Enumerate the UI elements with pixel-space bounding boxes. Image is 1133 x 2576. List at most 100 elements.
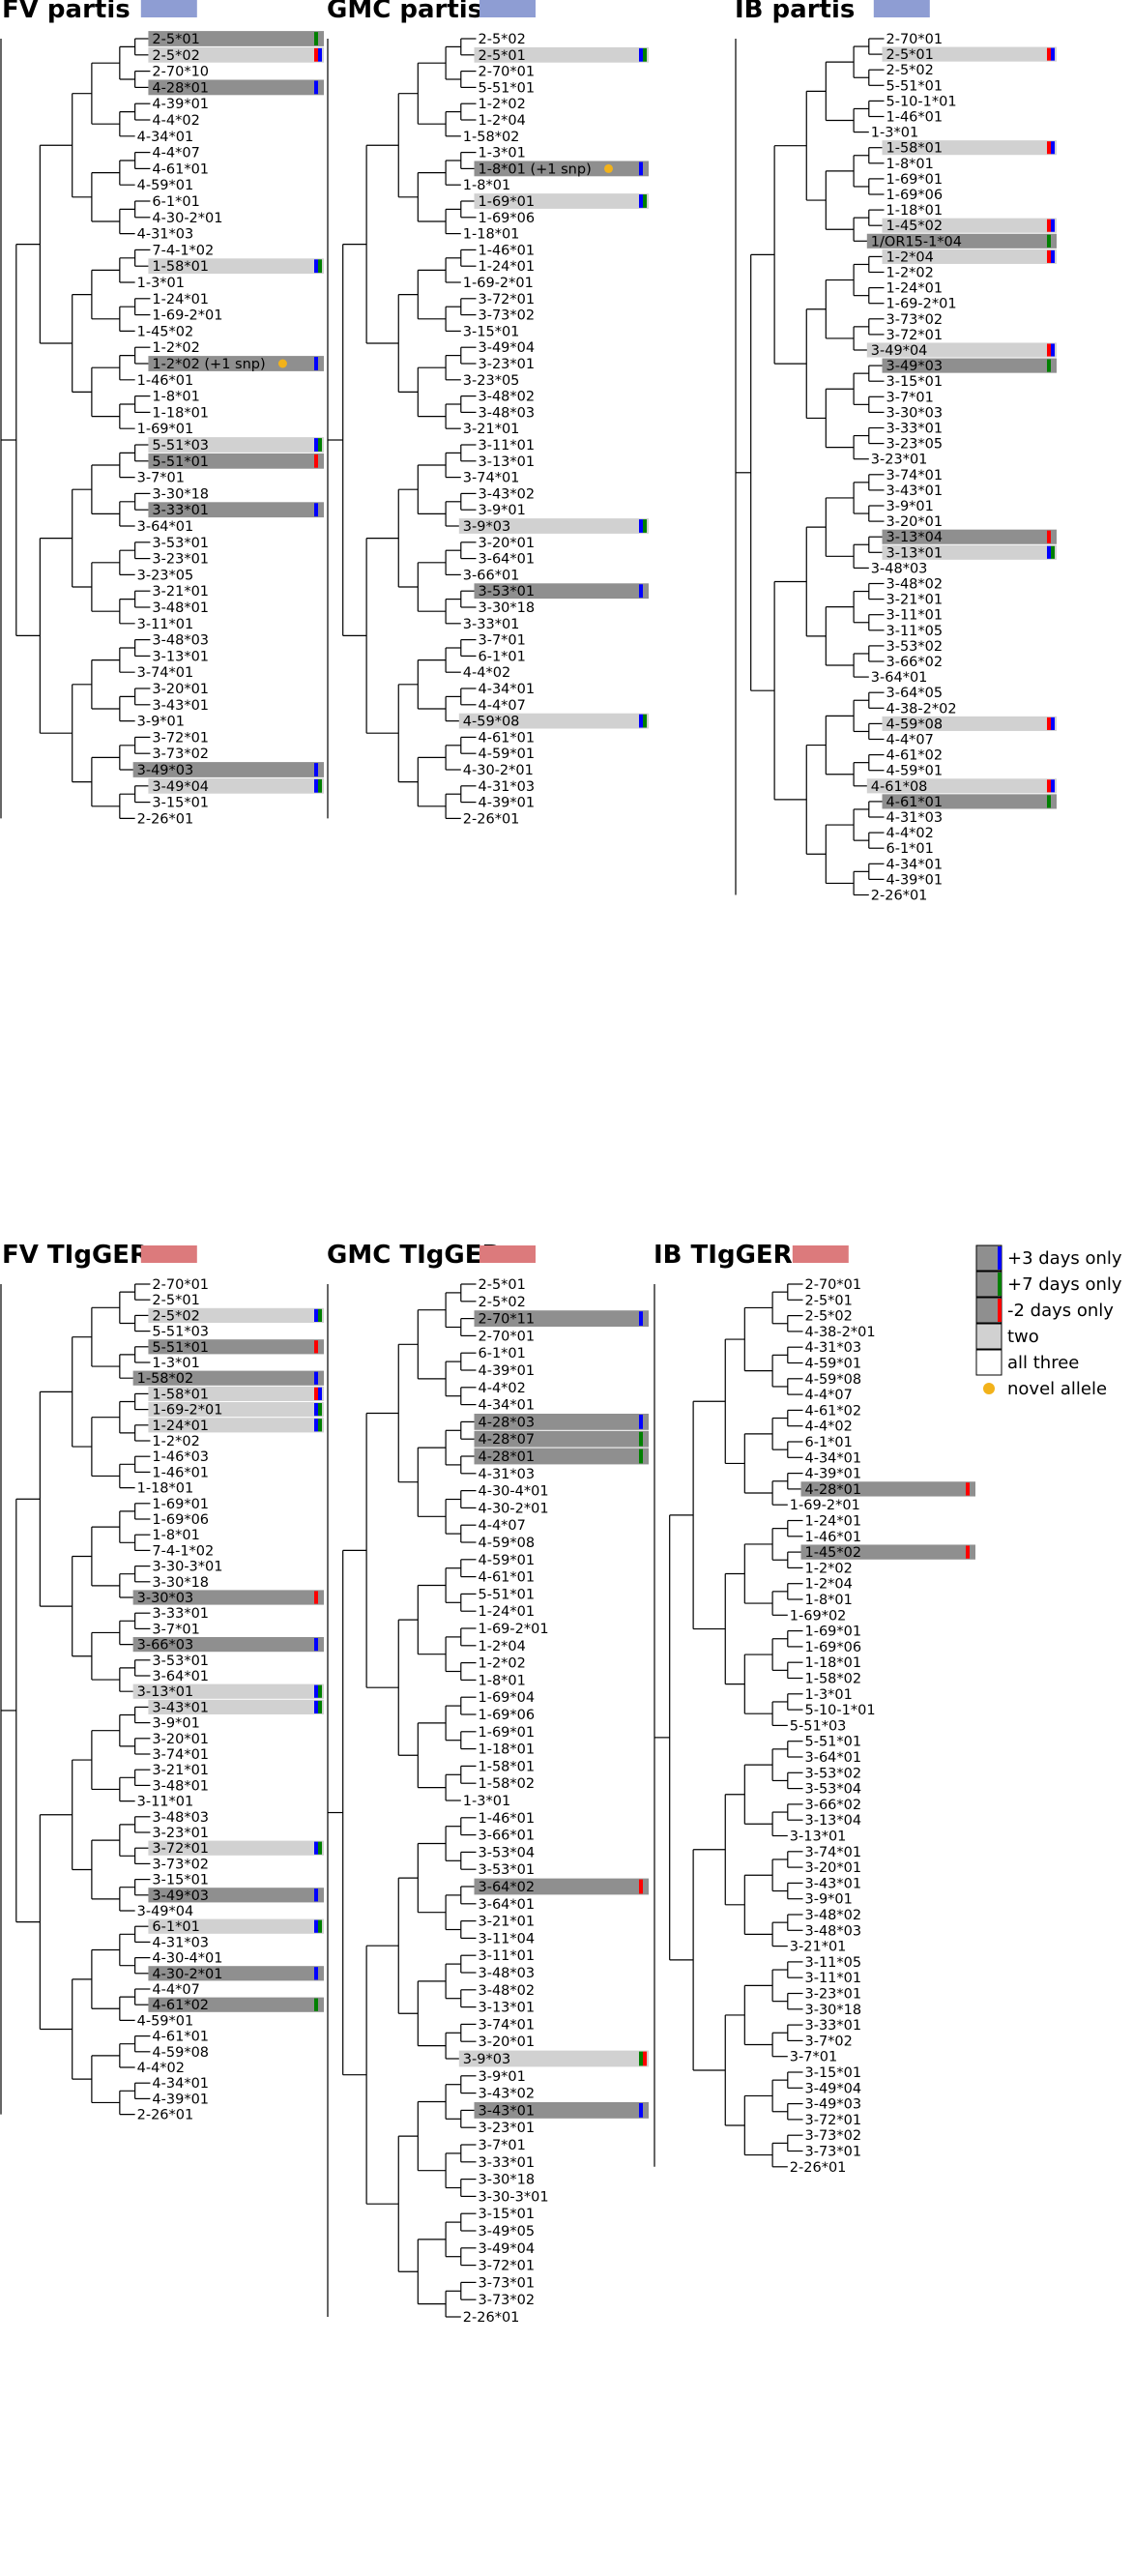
leaf-label: 4-38-2*01 xyxy=(804,1325,875,1340)
leaf-label: 3-30-3*01 xyxy=(152,1560,222,1575)
leaf-label: 3-73*02 xyxy=(152,746,209,762)
leaf-2-5*02: 2-5*02 xyxy=(478,1295,525,1310)
leaf-3-23*01: 3-23*01 xyxy=(804,1987,861,2003)
leaf-label: 1-69*06 xyxy=(886,188,943,203)
leaf-label: 2-5*01 xyxy=(886,47,933,63)
leaf-highlight xyxy=(866,778,1057,794)
leaf-2-5*01: 2-5*01 xyxy=(474,46,649,64)
leaf-label: 2-70*01 xyxy=(478,1329,535,1344)
leaf-3-11*04: 3-11*04 xyxy=(478,1931,535,1947)
leaf-6-1*01: 6-1*01 xyxy=(478,649,525,664)
leaf-label: 3-48*02 xyxy=(478,1983,535,1999)
leaf-3-13*01: 3-13*01 xyxy=(882,544,1057,561)
leaf-label: 2-5*02 xyxy=(152,1308,199,1324)
leaf-3-49*05: 3-49*05 xyxy=(478,2224,535,2239)
leaf-4-4*07: 4-4*07 xyxy=(152,146,199,161)
leaf-label: 3-72*01 xyxy=(152,1841,209,1857)
leaf-3-53*02: 3-53*02 xyxy=(886,639,943,655)
leaf-2-70*01: 2-70*01 xyxy=(886,32,943,47)
leaf-2-5*02: 2-5*02 xyxy=(148,46,324,64)
leaf-5-51*01: 5-51*01 xyxy=(804,1735,861,1750)
leaf-4-61*01: 4-61*01 xyxy=(152,2030,209,2045)
leaf-label: 1-18*01 xyxy=(886,203,943,219)
tree xyxy=(0,38,151,820)
leaf-label: 1-2*02 xyxy=(152,340,199,356)
leaf-4-59*08: 4-59*08 xyxy=(804,1372,861,1388)
panel-ib-tigger: IB TIgGER2-70*012-5*012-5*024-38-2*014-3… xyxy=(654,1241,975,2176)
leaf-1-45*02: 1-45*02 xyxy=(800,1544,975,1561)
leaf-label: 3-64*01 xyxy=(478,1897,535,1913)
leaf-label: 3-72*01 xyxy=(152,730,209,746)
legend-mark-minus2 xyxy=(998,1299,1002,1322)
leaf-label: 3-48*02 xyxy=(886,577,943,593)
leaf-4-4*07: 4-4*07 xyxy=(886,733,933,748)
leaf-label: 1-58*01 xyxy=(152,259,209,275)
leaf-label: 1-3*01 xyxy=(463,1794,510,1809)
leaf-3-13*04: 3-13*04 xyxy=(882,529,1057,545)
leaf-3-30*18: 3-30*18 xyxy=(478,2173,535,2188)
sample-mark-plus3 xyxy=(1051,779,1055,793)
leaf-6-1*01: 6-1*01 xyxy=(478,1346,525,1361)
leaf-label: 3-13*04 xyxy=(886,530,943,545)
leaf-3-72*01: 3-72*01 xyxy=(478,292,535,307)
leaf-3-72*01: 3-72*01 xyxy=(804,2113,861,2128)
tigger-swatch xyxy=(140,1245,197,1263)
leaf-label: 3-21*01 xyxy=(463,422,520,437)
leaf-3-7*01: 3-7*01 xyxy=(152,1622,199,1637)
leaf-3-9*01: 3-9*01 xyxy=(478,503,525,518)
leaf-label: 3-73*01 xyxy=(478,2275,535,2291)
leaf-label: 3-20*01 xyxy=(804,1860,861,1876)
sample-mark-minus2 xyxy=(314,454,318,468)
leaf-label: 3-43*01 xyxy=(152,1700,209,1715)
sample-mark-plus3 xyxy=(318,1387,322,1400)
leaf-4-59*01: 4-59*01 xyxy=(478,746,535,762)
leaf-label: 1-69*02 xyxy=(790,1608,847,1624)
leaf-4-59*01: 4-59*01 xyxy=(804,1357,861,1372)
panels: FV partis2-5*012-5*022-70*104-28*014-39*… xyxy=(0,0,1057,2326)
sample-mark-plus7 xyxy=(643,714,647,728)
leaf-3-21*01: 3-21*01 xyxy=(463,422,520,437)
sample-mark-plus7 xyxy=(314,32,318,45)
leaf-label: 3-66*02 xyxy=(804,1798,861,1813)
sample-mark-plus3 xyxy=(314,1403,318,1417)
leaf-3-13*01: 3-13*01 xyxy=(790,1830,847,1845)
sample-mark-plus3 xyxy=(314,778,318,793)
leaf-label: 3-64*01 xyxy=(152,1669,209,1684)
leaf-label: 5-10-1*01 xyxy=(886,94,956,109)
leaf-1-3*01: 1-3*01 xyxy=(478,146,525,161)
leaf-1-2*02: 1-2*02 xyxy=(478,97,525,112)
leaf-label: 1-8*01 xyxy=(152,390,199,405)
leaf-3-13*01: 3-13*01 xyxy=(478,2001,535,2016)
leaf-label: 3-43*02 xyxy=(478,486,535,502)
leaf-3-48*03: 3-48*03 xyxy=(478,1966,535,1981)
sample-mark-plus3 xyxy=(314,1967,318,1980)
leaf-3-23*05: 3-23*05 xyxy=(463,373,520,389)
leaf-3-48*01: 3-48*01 xyxy=(152,600,209,616)
leaf-label: 4-31*03 xyxy=(478,1467,535,1482)
sample-mark-plus3 xyxy=(1051,141,1055,155)
sample-mark-plus3 xyxy=(314,1888,318,1902)
leaf-3-74*01: 3-74*01 xyxy=(137,665,194,681)
leaf-label: 2-26*01 xyxy=(871,889,928,904)
leaf-4-59*01: 4-59*01 xyxy=(886,764,943,779)
leaf-3-64*01: 3-64*01 xyxy=(871,670,928,686)
leaf-label: 4-61*01 xyxy=(478,1570,535,1586)
leaf-label: 3-53*01 xyxy=(152,1654,209,1669)
leaf-label: 2-70*01 xyxy=(478,65,535,80)
leaf-label: 3-53*02 xyxy=(804,1766,861,1781)
leaf-1-24*01: 1-24*01 xyxy=(152,292,209,307)
leaf-3-33*01: 3-33*01 xyxy=(478,2155,535,2171)
leaf-3-48*02: 3-48*02 xyxy=(886,577,943,593)
leaf-label: 7-4-1*02 xyxy=(152,1543,214,1559)
leaf-label: 4-59*01 xyxy=(478,1553,535,1568)
leaf-label: 1-69*06 xyxy=(152,1512,209,1528)
leaf-3-9*01: 3-9*01 xyxy=(478,2069,525,2085)
leaf-1-58*02: 1-58*02 xyxy=(132,1370,324,1387)
leaf-3-48*03: 3-48*03 xyxy=(152,633,209,649)
leaf-label: 1-69-2*01 xyxy=(463,276,534,291)
sample-mark-minus2 xyxy=(1047,141,1051,155)
leaf-label: 3-30*18 xyxy=(152,1575,209,1591)
panel-title: GMC TIgGER xyxy=(327,1241,502,1270)
legend-all-label: all three xyxy=(1007,1353,1079,1373)
leaf-highlight xyxy=(148,1966,324,1981)
